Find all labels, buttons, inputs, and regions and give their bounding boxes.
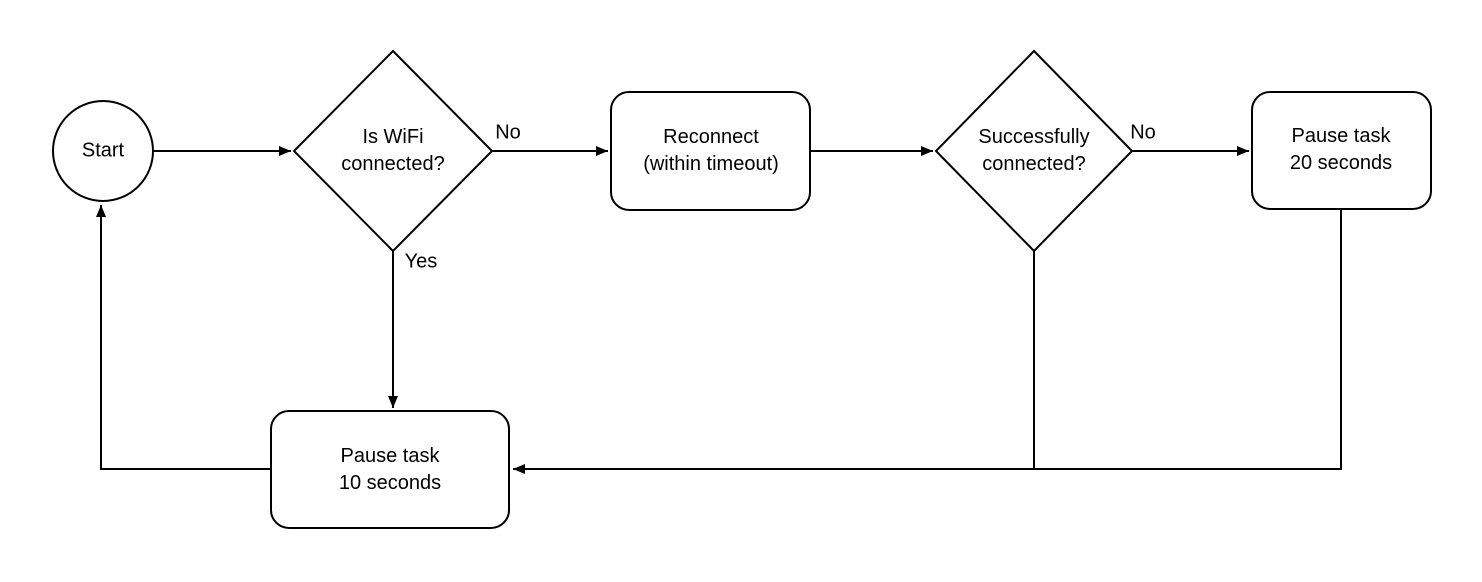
decision-wifi-connected	[292, 49, 494, 253]
edge-label-success-no: No	[1130, 121, 1156, 144]
process-pause-20s	[1251, 91, 1432, 210]
edge-pause20-to-pause10	[513, 209, 1342, 474]
start-node	[52, 100, 154, 202]
edge-label-wifi-no: No	[495, 121, 521, 144]
start-node-label: Start	[81, 139, 125, 162]
process-pause-10s-label: Pause task 10 seconds	[338, 445, 442, 494]
decision-successfully-connected-label: Successfully connected?	[978, 126, 1090, 175]
process-pause-10s	[270, 410, 510, 529]
decision-successfully-connected	[934, 49, 1134, 253]
edge-pause10-to-start	[96, 205, 271, 470]
process-reconnect	[610, 91, 811, 211]
process-reconnect-label: Reconnect (within timeout)	[643, 126, 779, 175]
decision-wifi-connected-label: Is WiFi connected?	[341, 126, 445, 175]
edge-label-wifi-yes: Yes	[404, 250, 438, 273]
process-pause-20s-label: Pause task 20 seconds	[1289, 125, 1393, 174]
